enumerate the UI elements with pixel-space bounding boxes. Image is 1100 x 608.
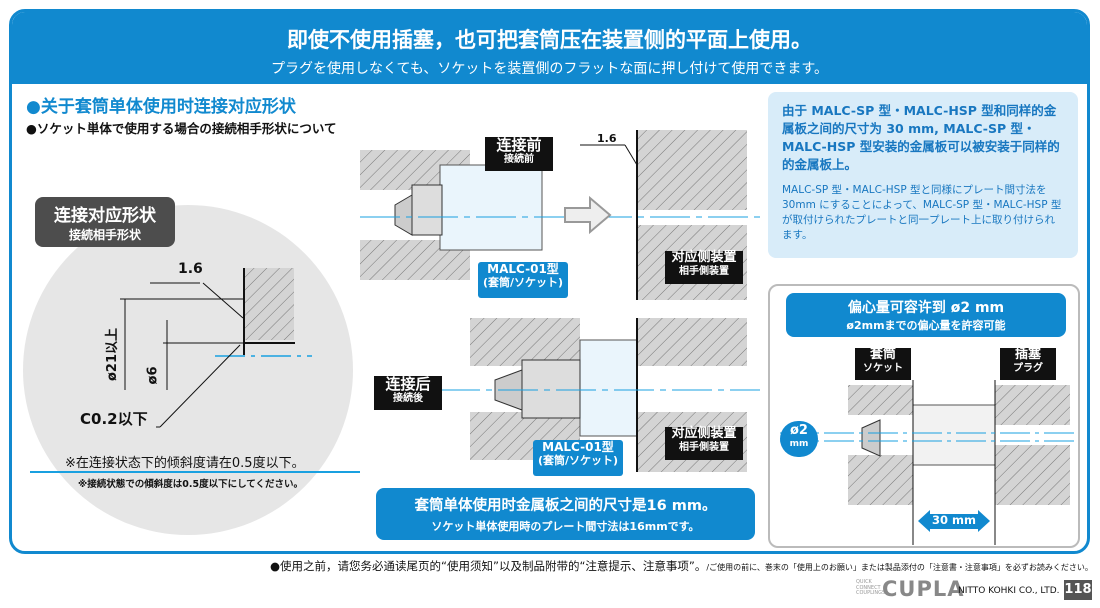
section-subtitle: ●ソケット単体で使用する場合の接続相手形状について bbox=[26, 121, 337, 136]
tilt-note: ※在连接状态下的倾斜度请在0.5度以下。 bbox=[65, 456, 305, 471]
mating-plate-hatch bbox=[244, 268, 294, 340]
socket-label: 套筒ソケット bbox=[855, 347, 911, 380]
page-title: 即使不使用插塞，也可把套筒压在装置侧的平面上使用。 bbox=[287, 28, 812, 52]
after-model-label: MALC-01型(套筒/ソケット) bbox=[533, 440, 623, 476]
after-label: 连接后接続後 bbox=[374, 375, 442, 410]
footer-notice: ●使用之前，请您务必通读尾页的“使用须知”以及制品附带的“注意提示、注意事项”。… bbox=[270, 559, 1093, 573]
brand-logo: CUPLA bbox=[882, 577, 965, 601]
page-number: 118 bbox=[1064, 580, 1092, 600]
shape-badge-subtitle: 接続相手形状 bbox=[68, 228, 141, 242]
section-title: ●关于套筒单体使用时连接对应形状 bbox=[26, 97, 296, 117]
before-device-label: 对应侧装置相手側装置 bbox=[665, 250, 743, 284]
before-model-label: MALC-01型(套筒/ソケット) bbox=[478, 262, 568, 298]
chamfer-label: C0.2以下 bbox=[80, 410, 148, 428]
info-box: 由于 MALC-SP 型・MALC-HSP 型和同样的金属板之间的尺寸为 30 … bbox=[768, 92, 1078, 258]
roughness-label: 1.6 bbox=[178, 261, 203, 277]
after-device-label: 对应侧装置相手側装置 bbox=[665, 426, 743, 460]
shape-badge: 连接对应形状 接続相手形状 bbox=[35, 197, 175, 247]
page-subtitle: プラグを使用しなくても、ソケットを装置側のフラットな面に押し付けて使用できます。 bbox=[270, 61, 829, 77]
plate-gap-callout: 套筒单体使用时金属板之间的尺寸是16 mm。 ソケット単体使用時のプレート間寸法… bbox=[376, 488, 755, 540]
shape-badge-title: 连接对应形状 bbox=[54, 206, 156, 226]
brand-tagline: QUICK CONNECT COUPLINGS bbox=[856, 579, 886, 596]
plate-width-label: 30 mm bbox=[932, 513, 976, 527]
company-name: NITTO KOHKI CO., LTD. bbox=[958, 586, 1060, 596]
offset-panel bbox=[768, 284, 1080, 548]
tilt-note-jp: ※接続状態での傾斜度は0.5度以下にしてください。 bbox=[78, 479, 303, 490]
dim-outer: ø21以上 bbox=[105, 327, 121, 382]
plug-label: 插塞プラグ bbox=[1000, 347, 1056, 380]
dim-inner: ø6 bbox=[145, 366, 161, 385]
before-roughness: 1.6 bbox=[597, 132, 617, 145]
before-label: 连接前接続前 bbox=[485, 136, 553, 171]
page-header: 即使不使用插塞，也可把套筒压在装置侧的平面上使用。 プラグを使用しなくても、ソケ… bbox=[12, 12, 1087, 84]
